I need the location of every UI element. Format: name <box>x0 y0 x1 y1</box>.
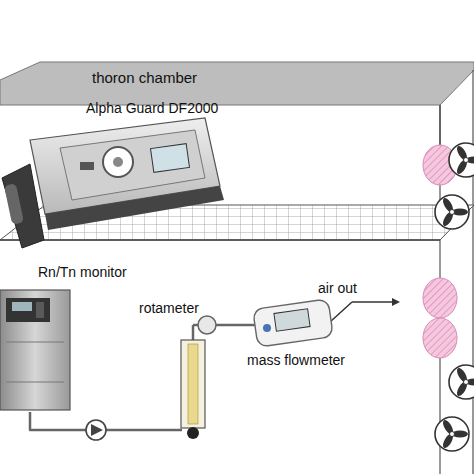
instrument-dial-center <box>113 157 123 167</box>
instrument-node: mass flowmeter <box>245 298 360 378</box>
filter-disc <box>198 316 216 334</box>
chamber-title: thoron chamber <box>92 70 197 86</box>
instrument-button <box>80 162 94 170</box>
instrument-node: rotameter <box>135 300 225 440</box>
sampler-disc <box>423 318 457 358</box>
monitor-screen <box>12 302 32 311</box>
instrument-handle <box>2 164 44 248</box>
instrument-dial <box>103 147 133 177</box>
tube <box>135 429 182 432</box>
instrument-screen <box>151 144 190 173</box>
rotameter-tube <box>181 340 205 428</box>
instrument-panel <box>60 130 205 200</box>
handle-grip <box>4 183 24 225</box>
instrument-label: mass flowmeter <box>247 352 345 368</box>
hanging-wire <box>440 105 441 145</box>
fan-symbol <box>449 143 474 177</box>
chamber-top <box>0 62 474 105</box>
monitor-seam <box>6 382 64 383</box>
flow-label: air out <box>318 280 357 296</box>
instrument-node: Rn/Tn monitor <box>0 262 130 412</box>
sampler-disc <box>423 278 457 318</box>
air-out-arrow <box>352 301 394 303</box>
monitor-seam <box>6 342 64 343</box>
monitor-button <box>36 302 44 318</box>
instrument-label: Alpha Guard DF2000 <box>86 100 218 116</box>
instrument-label: rotameter <box>139 300 199 316</box>
monitor-drawing <box>0 262 130 412</box>
air-tube <box>225 324 245 327</box>
pump-arrow <box>91 424 103 436</box>
shelf-front-edge <box>0 239 440 240</box>
air-tube <box>30 412 135 430</box>
instrument-node: Alpha Guard DF2000 <box>0 100 240 250</box>
hanging-wire <box>440 105 441 150</box>
flowmeter-body <box>253 299 334 347</box>
pump-symbol <box>86 420 106 440</box>
rotameter-knob <box>187 427 199 439</box>
air-out-arrowhead <box>392 298 400 306</box>
flowmeter-screen <box>274 309 310 332</box>
tube <box>192 325 195 340</box>
fan-symbol <box>449 365 474 399</box>
fan-symbol <box>435 195 469 229</box>
monitor-body <box>0 290 70 410</box>
flowmeter-button <box>263 324 271 332</box>
alpha-guard-drawing <box>0 100 240 250</box>
rotameter-scale <box>188 344 198 424</box>
instrument-label: Rn/Tn monitor <box>38 264 127 280</box>
air-out-tube <box>330 302 352 322</box>
monitor-panel <box>6 298 50 322</box>
fan-symbol <box>435 417 469 451</box>
rotameter-drawing <box>135 300 225 440</box>
chamber-edge <box>472 70 473 474</box>
